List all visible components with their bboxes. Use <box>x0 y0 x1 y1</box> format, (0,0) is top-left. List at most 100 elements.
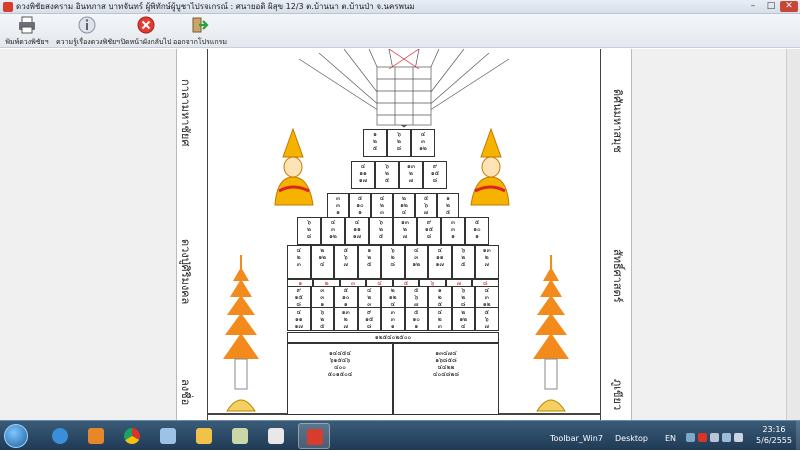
grid-cell: ๖๒๘ <box>297 217 321 245</box>
chrome-icon <box>124 428 140 444</box>
grid-cell-value: ๙ <box>367 309 372 316</box>
taskbar-paint[interactable] <box>224 423 256 449</box>
minimize-button[interactable]: – <box>750 1 756 11</box>
grid-cell: ๙๑๕๘ <box>423 161 447 189</box>
bottom-left-line: ๔๐๐ <box>334 364 346 371</box>
grid-cell-value: ๓ <box>390 316 395 323</box>
grid-cell-value: ๑๕ <box>365 316 374 323</box>
start-button[interactable] <box>4 424 28 448</box>
language-indicator[interactable]: EN <box>665 434 677 443</box>
grid-cell: ๔๓๑๒ <box>475 285 499 309</box>
red-row-cell: ๕ <box>392 279 420 287</box>
grid-cell-value: ๑๗ <box>435 261 444 268</box>
taskbar-explorer[interactable] <box>188 423 220 449</box>
print-chart-button[interactable]: พิมพ์ดวงพิชัยฯ <box>2 14 52 48</box>
grid-cell-value: ๔ <box>354 219 360 226</box>
grid-cell-value: ๕ <box>474 219 480 226</box>
grid-cell: ๕๑๐๑ <box>465 217 489 245</box>
grid-cell-value: ๖ <box>424 202 428 209</box>
grid-cell: ๒๑๒๔ <box>451 307 475 331</box>
grid-cell: ๔๓๑๒ <box>411 129 435 157</box>
document-viewport: กาลามหาชัยศ ดวงปู่ศิริมงคล ลงชื่อ ดิศันม… <box>0 49 800 420</box>
grid-cell: ๔๓๑๒ <box>321 217 345 245</box>
grid-cell-value: ๑๑ <box>294 316 303 323</box>
network-icon[interactable] <box>686 433 695 442</box>
taskbar-doc[interactable] <box>260 423 292 449</box>
grid-cell-value: ๑๕ <box>424 226 434 233</box>
grid-cell: ๓๓๑ <box>381 307 405 331</box>
grid-cell-value: ๑๕ <box>430 170 440 177</box>
grid-cell-value: ๓ <box>335 202 341 209</box>
close-button[interactable]: ✕ <box>780 1 798 12</box>
grid-cell-value: ๔ <box>379 195 385 202</box>
grid-cell: ๑๒๕ <box>363 129 387 157</box>
grid-cell-value: ๑ <box>451 233 455 240</box>
print-chart-label: พิมพ์ดวงพิชัยฯ <box>5 38 49 46</box>
grid-cell-value: ๒ <box>402 195 406 202</box>
taskbar-app4[interactable] <box>152 423 184 449</box>
folder-icon <box>196 428 212 444</box>
grid-cell-value: ๔ <box>296 309 302 316</box>
taskbar-ie[interactable] <box>44 423 76 449</box>
grid-cell: ๓๓๑ <box>310 285 334 309</box>
flag-icon[interactable] <box>698 433 707 442</box>
vertical-scrollbar[interactable] <box>786 49 800 420</box>
grid-cell-value: ๔ <box>330 219 336 226</box>
grid-cell-value: ๑ <box>358 209 362 216</box>
grid-cell: ๙๑๕๘ <box>357 307 381 331</box>
grid-cell: ๑๓๒๗ <box>393 217 417 245</box>
grid-cell-value: ๘ <box>432 177 438 184</box>
maximize-button[interactable]: □ <box>766 1 776 11</box>
red-row-cell: ๘ <box>472 279 499 287</box>
toolbar-win7-label[interactable]: Toolbar_Win7 <box>550 434 603 443</box>
right-footer-inscription: ภูเขียว <box>611 379 624 411</box>
taskbar-horoscope-app[interactable] <box>298 423 330 449</box>
grid-cell: ๔๑๑๑๗ <box>428 245 452 279</box>
taskbar-media[interactable] <box>80 423 112 449</box>
grid-cell-value: ๓ <box>450 219 456 226</box>
close-chart-button[interactable]: ปิดหน้าผังกลับไป <box>120 14 172 48</box>
desktop-label[interactable]: Desktop <box>615 434 648 443</box>
exit-program-label: ออกจากโปรแกรม <box>172 38 227 46</box>
grid-cell-value: ๒ <box>397 138 401 145</box>
battery-icon[interactable] <box>734 433 743 442</box>
grid-cell-value: ๔ <box>296 247 302 254</box>
volume-icon[interactable] <box>710 433 719 442</box>
grid-cell-value: ๒ <box>380 202 384 209</box>
right-bottom-inscription: สัทธิ์ศาสตร์ <box>611 249 624 303</box>
grid-cell: ๖๒๕ <box>375 161 399 189</box>
grid-cell-value: ๑๒ <box>419 145 427 152</box>
grid-cell-value: ๖ <box>307 219 311 226</box>
grid-cell-value: ๒ <box>307 226 311 233</box>
grid-cell-value: ๒ <box>367 294 372 301</box>
grid-cell-value: ๘ <box>390 261 396 268</box>
grid-cell-value: ๕ <box>366 261 372 268</box>
grid-cell-value: ๖ <box>390 247 395 254</box>
grid-cell-value: ๑ <box>390 323 395 330</box>
grid-cell-value: ๒ <box>461 294 466 301</box>
notepad-icon <box>160 428 176 444</box>
taskbar-chrome[interactable] <box>116 423 148 449</box>
clock[interactable]: 23:16 5/6/2555 <box>752 424 796 446</box>
grid-cell-value: ๖ <box>397 131 401 138</box>
grid-cell: ๒๑๒๔ <box>381 285 405 309</box>
signal-icon[interactable] <box>722 433 731 442</box>
grid-cell: ๕๑๐๑ <box>334 285 358 309</box>
grid-cell-value: ๖ <box>385 163 389 170</box>
exit-program-button[interactable]: ออกจากโปรแกรม <box>172 14 228 48</box>
grid-cell-value: ๒ <box>437 316 442 323</box>
bottom-right-line: ๔๔๒๒ <box>437 364 455 371</box>
red-row-cell: ๓ <box>339 279 367 287</box>
toolbar: พิมพ์ดวงพิชัยฯ ความรู้เรื่องดวงพิชัยฯ ปิ… <box>0 14 800 48</box>
grid-cell: ๑๓๒๗ <box>334 307 358 331</box>
grid-cell-value: ๕ <box>423 195 429 202</box>
grid-cell: ๕๖๗ <box>404 285 428 309</box>
grid-cell-value: ๑๒ <box>482 301 491 308</box>
chart-info-button[interactable]: ความรู้เรื่องดวงพิชัยฯ <box>56 14 120 48</box>
grid-cell-value: ๑๗ <box>358 177 368 184</box>
bottom-left-big-cell: ๑๔๔๕๔ ๖๑๕๔๖ ๔๐๐ ๕๐๑๕๐๔ <box>287 343 393 415</box>
bottom-right-line: ๔๐๔๘๒๘ <box>433 371 459 378</box>
chart-info-label: ความรู้เรื่องดวงพิชัยฯ <box>56 38 120 46</box>
show-desktop-button[interactable] <box>796 421 800 451</box>
grid-cell-value: ๗ <box>343 261 348 268</box>
